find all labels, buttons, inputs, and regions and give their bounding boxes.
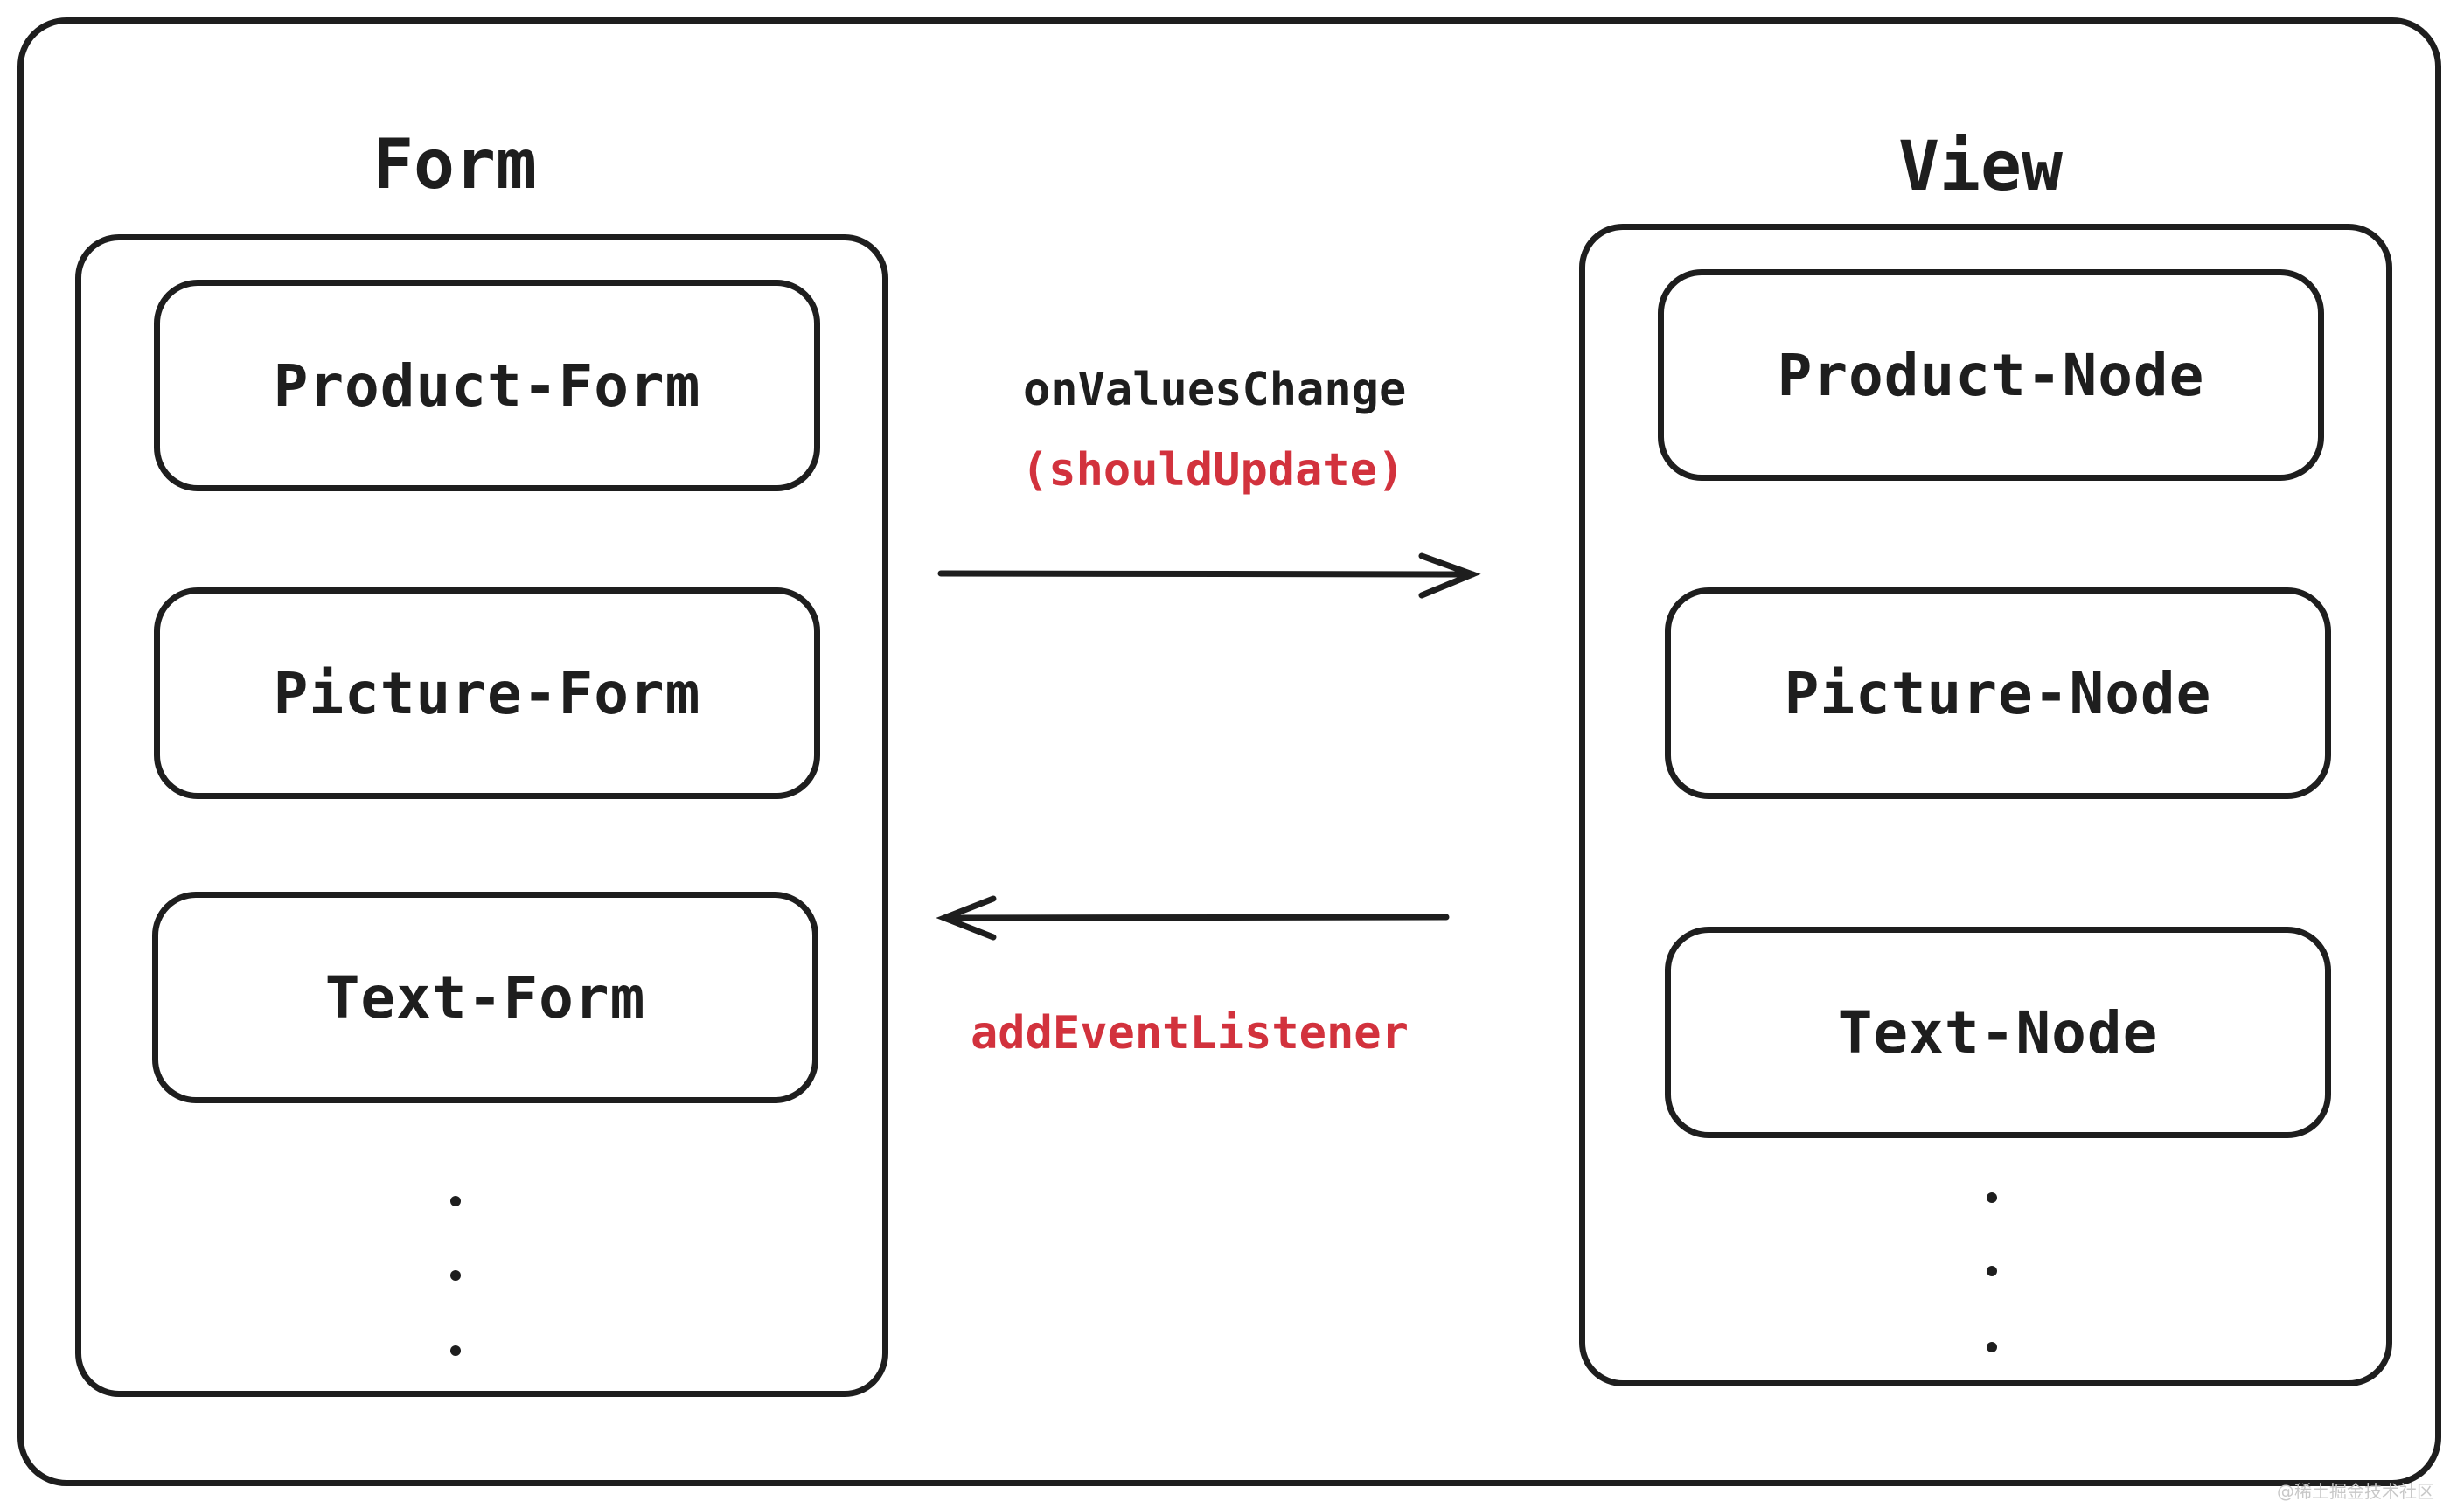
- diagram-frame: [17, 17, 2441, 1486]
- text-node-node: Text-Node: [1665, 927, 2331, 1138]
- text-form-node: Text-Form: [152, 892, 818, 1103]
- forward-arrow: [937, 552, 1481, 599]
- backward-flow-label: addEventListener: [971, 1007, 1409, 1060]
- picture-form-node: Picture-Form: [154, 587, 820, 799]
- backward-arrow: [936, 895, 1450, 941]
- watermark: @稀土掘金技术社区: [2277, 1481, 2434, 1502]
- form-group-title: Form: [372, 126, 537, 205]
- product-form-node: Product-Form: [154, 280, 820, 491]
- view-group-title: View: [1898, 128, 2063, 206]
- form-group-container: [75, 234, 888, 1397]
- forward-flow-label: onValuesChange: [1023, 364, 1407, 416]
- picture-node-node: Picture-Node: [1665, 587, 2331, 799]
- view-group-container: [1579, 224, 2392, 1386]
- product-node-node: Product-Node: [1658, 269, 2324, 481]
- forward-flow-sublabel: (shouldUpdate): [1021, 444, 1405, 497]
